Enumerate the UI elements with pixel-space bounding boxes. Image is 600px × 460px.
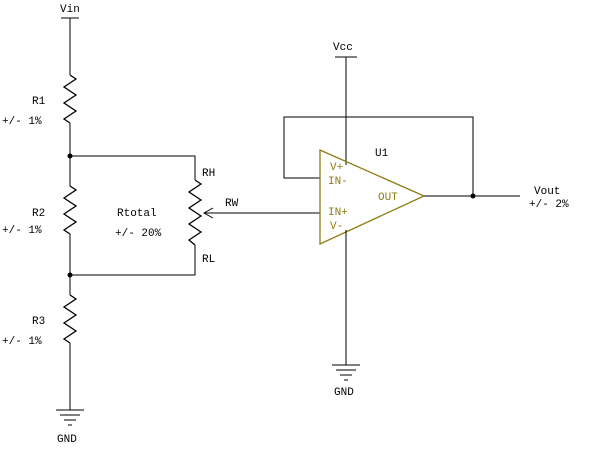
resistor-r3 <box>62 294 78 344</box>
pot-rl-label: RL <box>202 254 215 266</box>
resistor-r2 <box>62 185 78 235</box>
r1-name-label: R1 <box>32 96 46 108</box>
ground-symbol-right <box>332 364 360 381</box>
r2-name-label: R2 <box>32 208 45 220</box>
vin-terminal <box>61 17 79 75</box>
opamp-vminus-pin: V- <box>330 221 343 233</box>
r3-tolerance-label: +/- 1% <box>2 336 42 348</box>
pot-rw-label: RW <box>225 198 239 210</box>
pot-name-label: Rtotal <box>117 208 157 220</box>
vcc-label: Vcc <box>333 42 353 54</box>
junction-node-output <box>470 193 476 199</box>
opamp-triangle <box>319 149 426 246</box>
ground-symbol-left <box>56 409 84 426</box>
opamp-ref-label: U1 <box>375 148 389 160</box>
resistor-r1 <box>62 74 78 124</box>
vout-tolerance-label: +/- 2% <box>529 199 569 211</box>
opamp-vplus-pin: V+ <box>330 162 343 174</box>
opamp-inplus-pin: IN+ <box>328 207 348 219</box>
wire-rl <box>70 245 196 276</box>
vout-name-label: Vout <box>534 186 560 198</box>
vin-label: Vin <box>60 4 80 16</box>
opamp-out-pin: OUT <box>378 192 398 204</box>
wiper-arrow-icon <box>202 207 214 219</box>
gnd-right-label: GND <box>334 387 354 399</box>
potentiometer-rtotal <box>187 179 203 246</box>
r3-name-label: R3 <box>32 316 45 328</box>
gnd-left-label: GND <box>57 434 77 446</box>
r2-tolerance-label: +/- 1% <box>2 225 42 237</box>
r1-tolerance-label: +/- 1% <box>2 116 42 128</box>
wire-rh <box>70 155 196 180</box>
pot-tolerance-label: +/- 20% <box>115 228 162 240</box>
pot-rh-label: RH <box>202 168 215 180</box>
opamp-inminus-pin: IN- <box>328 176 348 188</box>
wire-feedback <box>283 116 474 196</box>
